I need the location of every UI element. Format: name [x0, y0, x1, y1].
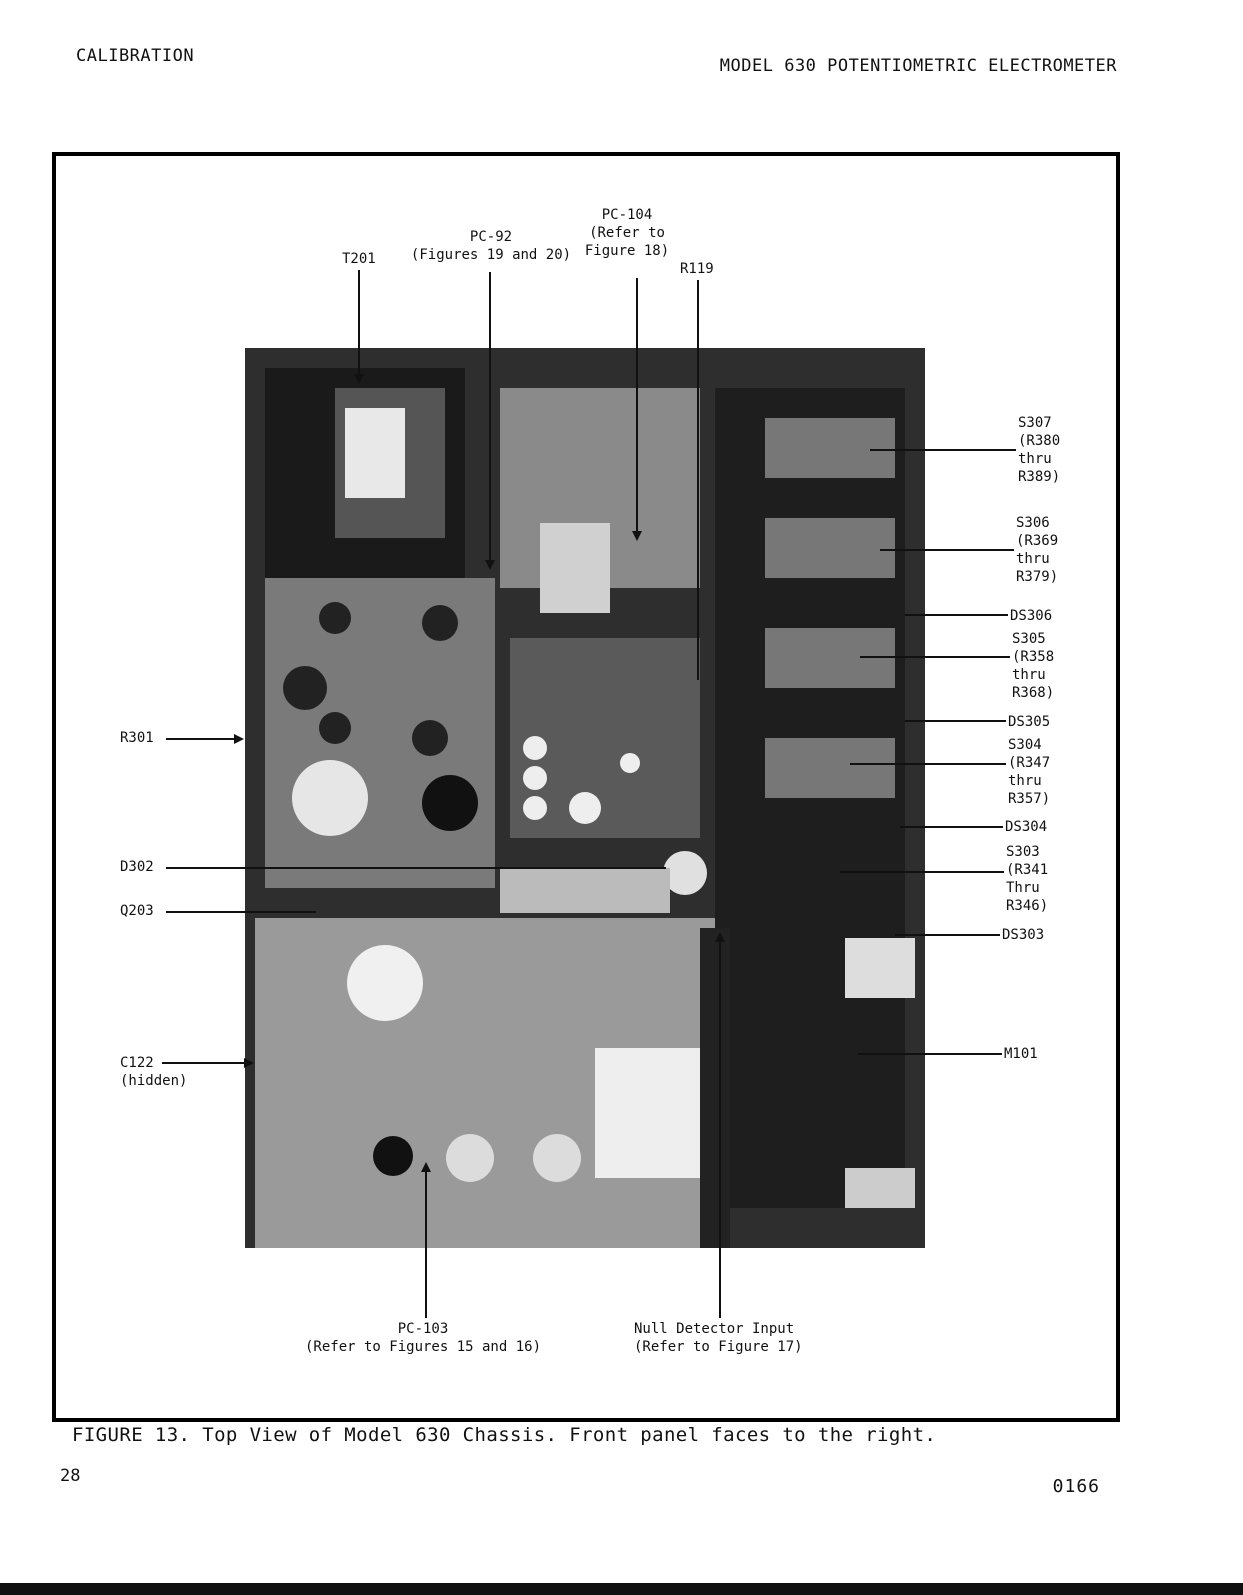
arrow-c122: [244, 1058, 254, 1068]
label-s303-line2: (R341: [1006, 862, 1049, 878]
label-s306-line1: S306: [1016, 515, 1050, 531]
chassis-photo-drawing: [245, 348, 925, 1248]
arrow-pc103: [421, 1162, 431, 1172]
label-s303-line1: S303: [1006, 844, 1040, 860]
label-s306-line3: thru: [1016, 551, 1050, 567]
label-s304-line3: thru: [1008, 773, 1042, 789]
leader-d302: [166, 867, 666, 869]
label-s303-line3: Thru: [1006, 880, 1040, 896]
label-pc92-line2: (Figures 19 and 20): [410, 247, 572, 263]
label-t201: T201: [342, 251, 376, 267]
label-s304-line1: S304: [1008, 737, 1042, 753]
label-ds305: DS305: [1008, 714, 1051, 730]
header-right: MODEL 630 POTENTIOMETRIC ELECTROMETER: [719, 56, 1117, 76]
leader-q203: [166, 911, 316, 913]
label-s306-line2: (R369: [1016, 533, 1059, 549]
arrow-pc104: [632, 531, 642, 541]
label-s307-line2: (R380: [1018, 433, 1061, 449]
leader-s307: [870, 449, 1016, 451]
leader-r301: [166, 738, 236, 740]
label-s305: S305 (R358 thru R368): [1012, 630, 1054, 702]
label-s306: S306 (R369 thru R379): [1016, 514, 1058, 586]
leader-ds305: [905, 720, 1006, 722]
label-s307-line3: thru: [1018, 451, 1052, 467]
arrow-r301: [234, 734, 244, 744]
leader-t201: [358, 270, 360, 376]
label-ds304: DS304: [1005, 819, 1048, 835]
label-s303: S303 (R341 Thru R346): [1006, 843, 1048, 915]
label-c122-line1: C122: [120, 1055, 154, 1071]
label-c122-line2: (hidden): [120, 1073, 188, 1089]
label-s305-line2: (R358: [1012, 649, 1055, 665]
label-r301: R301: [120, 730, 154, 746]
leader-pc103: [425, 1170, 427, 1318]
label-null-detector-line1: Null Detector Input: [634, 1321, 795, 1337]
leader-pc104: [636, 278, 638, 533]
leader-m101: [858, 1053, 1002, 1055]
leader-ds304: [900, 826, 1003, 828]
label-pc92-line1: PC-92: [469, 229, 513, 245]
leader-s305: [860, 656, 1010, 658]
label-s307-line4: R389): [1018, 469, 1061, 485]
leader-null-detector: [719, 940, 721, 1318]
leader-s303: [840, 871, 1004, 873]
label-s307-line1: S307: [1018, 415, 1052, 431]
label-s304-line2: (R347: [1008, 755, 1051, 771]
label-m101: M101: [1004, 1046, 1038, 1062]
label-s305-line4: R368): [1012, 685, 1055, 701]
label-pc104: PC-104 (Refer to Figure 18): [585, 206, 669, 260]
label-pc92: PC-92 (Figures 19 and 20): [411, 228, 571, 264]
label-s305-line3: thru: [1012, 667, 1046, 683]
label-pc103-line1: PC-103: [397, 1321, 449, 1337]
label-s305-line1: S305: [1012, 631, 1046, 647]
label-null-detector: Null Detector Input (Refer to Figure 17): [634, 1320, 803, 1356]
leader-pc92: [489, 272, 491, 562]
figure-frame: [52, 152, 1120, 1422]
label-q203: Q203: [120, 903, 154, 919]
leader-s306: [880, 549, 1014, 551]
label-s304: S304 (R347 thru R357): [1008, 736, 1050, 808]
label-pc103: PC-103 (Refer to Figures 15 and 16): [305, 1320, 541, 1356]
leader-ds306: [905, 614, 1008, 616]
bottom-rule: [0, 1583, 1243, 1595]
arrow-pc92: [485, 560, 495, 570]
label-d302: D302: [120, 859, 154, 875]
label-pc104-line2: (Refer to: [589, 225, 665, 241]
label-ds306: DS306: [1010, 608, 1053, 624]
leader-s304: [850, 763, 1006, 765]
leader-c122: [162, 1062, 246, 1064]
arrow-null-detector: [715, 932, 725, 942]
document-number: 0166: [1052, 1476, 1100, 1497]
label-s306-line4: R379): [1016, 569, 1059, 585]
page-number: 28: [60, 1466, 81, 1486]
chassis-photo: [245, 348, 925, 1248]
label-pc104-line3: Figure 18): [584, 243, 670, 259]
label-null-detector-line2: (Refer to Figure 17): [634, 1339, 803, 1355]
leader-r119: [697, 280, 699, 680]
label-s304-line4: R357): [1008, 791, 1051, 807]
label-pc103-line2: (Refer to Figures 15 and 16): [304, 1339, 542, 1355]
arrow-t201: [354, 374, 364, 384]
label-s307: S307 (R380 thru R389): [1018, 414, 1060, 486]
label-ds303: DS303: [1002, 927, 1045, 943]
label-c122: C122 (hidden): [120, 1054, 187, 1090]
figure-caption: FIGURE 13. Top View of Model 630 Chassis…: [72, 1424, 937, 1446]
label-r119: R119: [680, 261, 714, 277]
header-left: CALIBRATION: [76, 46, 195, 66]
label-pc104-line1: PC-104: [601, 207, 653, 223]
leader-ds303: [895, 934, 1000, 936]
label-s303-line4: R346): [1006, 898, 1049, 914]
